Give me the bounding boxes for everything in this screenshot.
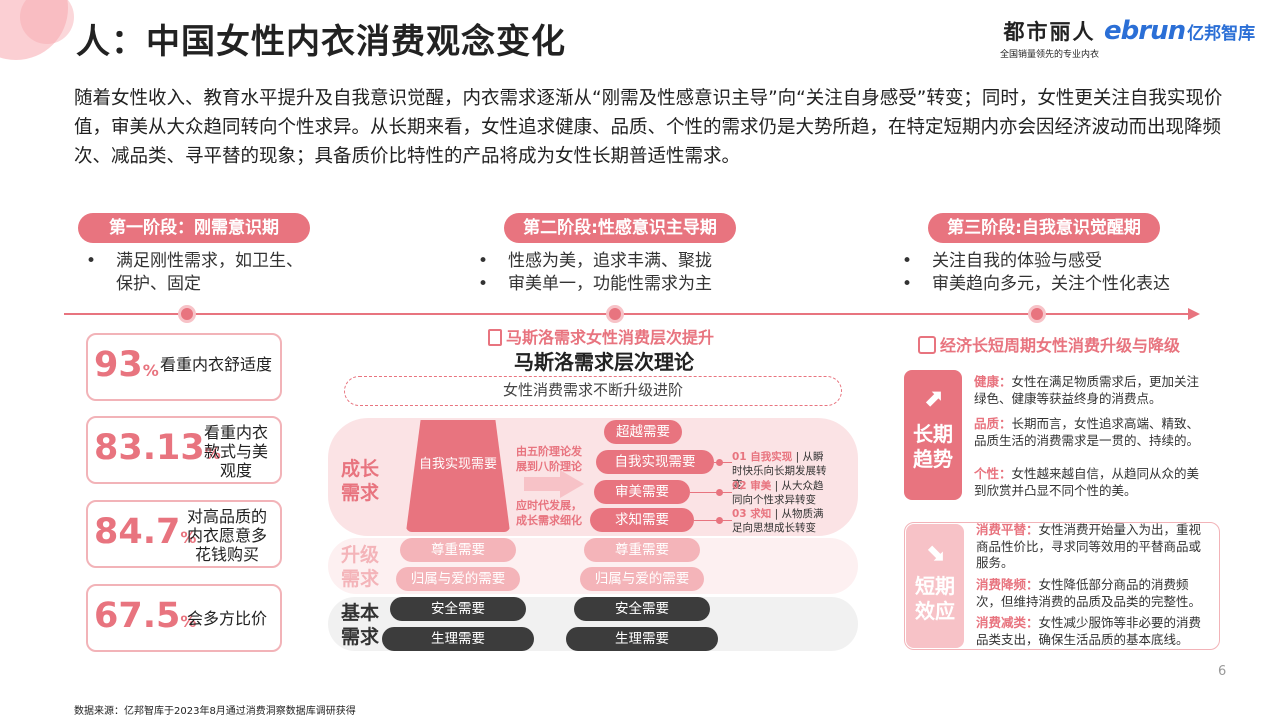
stat-value: 84.7% [94, 512, 197, 552]
timeline-dot-3 [1028, 305, 1046, 323]
stat-card-compare: 67.5% 会多方比价 [86, 584, 282, 652]
connector-dot [716, 459, 723, 466]
stat-card-comfort: 93% 看重内衣舒适度 [86, 333, 282, 401]
stat-label: 会多方比价 [186, 609, 267, 628]
pill-belonging-right: 归属与爱的需要 [580, 567, 704, 591]
note-growth-refine: 应时代发展，成长需求细化 [516, 499, 582, 527]
stat-value: 93% [94, 345, 159, 385]
stat-value: 83.13% [94, 428, 221, 468]
intro-paragraph: 随着女性收入、教育水平提升及自我意识觉醒，内衣需求逐渐从“刚需及性感意识主导”向… [74, 88, 1223, 167]
maslow-banner: 女性消费需求不断升级进阶 [344, 376, 842, 406]
stage-2-title: 第二阶段:性感意识主导期 [504, 213, 736, 243]
stage-3-item: 审美趋向多元，关注个性化表达 [902, 273, 1222, 296]
ebrun-zhiku: 亿邦智库 [1187, 24, 1256, 44]
brand-logo-dushi: 都市丽人 全国销量领先的专业内衣 [1000, 16, 1099, 60]
tip-cognitive: 03 求知 | 从物质满足向思想成长转变 [732, 508, 824, 534]
pill-safety-right: 安全需要 [574, 597, 710, 621]
short-item-category: 消费减类：女性减少服饰等非必要的消费品类支出，确保生活品质的基本底线。 [976, 615, 1202, 647]
pill-safety-left: 安全需要 [390, 597, 526, 621]
self-actualization-label: 自我实现需要 [418, 457, 497, 472]
band-growth-label: 成长需求 [340, 458, 379, 504]
connector-line [694, 520, 732, 521]
band-basic-label: 基本需求 [340, 602, 379, 648]
stat-value: 67.5% [94, 596, 197, 636]
timeline-arrow-icon [1188, 308, 1200, 320]
short-item-substitute: 消费平替：女性消费开始量入为出，重视商品性价比，寻求同等效用的平替商品或服务。 [976, 522, 1202, 570]
arrow-body [524, 477, 562, 491]
stage-3-list: 关注自我的体验与感受 审美趋向多元，关注个性化表达 [902, 250, 1222, 296]
arrow-right-icon [560, 470, 584, 498]
stage-1-title: 第一阶段：刚需意识期 [78, 213, 310, 243]
long-item-individuality: 个性：女性越来越自信，从趋同从众的美到欣赏并凸显不同个性的美。 [974, 466, 1200, 498]
connector-dot [716, 489, 723, 496]
stage-3-title: 第三阶段:自我意识觉醒期 [928, 213, 1160, 243]
stage-1-list: 满足刚性需求，如卫生、保护、固定 [86, 250, 306, 296]
stage-1-item: 满足刚性需求，如卫生、保护、固定 [86, 250, 306, 296]
calendar-icon [918, 336, 936, 354]
pill-aesthetic: 审美需要 [594, 480, 690, 504]
pill-cognitive: 求知需要 [590, 508, 694, 532]
band-upgrade-label: 升级需求 [340, 544, 379, 590]
connector-line [714, 462, 732, 463]
chart-down-icon: ⬊ [924, 538, 946, 566]
pill-self-actualization: 自我实现需要 [596, 450, 714, 474]
maslow-heading: 马斯洛需求女性消费层次提升 [488, 324, 714, 348]
stat-card-quality: 84.7% 对高品质的内衣愿意多花钱购买 [86, 500, 282, 568]
pill-physio-left: 生理需要 [382, 627, 534, 651]
brand-slogan: 全国销量领先的专业内衣 [1000, 50, 1100, 60]
long-term-label: ⬈ 长期趋势 [904, 370, 962, 500]
long-item-quality: 品质：长期而言，女性追求高端、精致、品质生活的消费需求是一贯的、持续的。 [974, 416, 1200, 448]
stage-3-item: 关注自我的体验与感受 [902, 250, 1222, 273]
self-actualization-block [406, 420, 510, 532]
timeline-dot-1 [178, 305, 196, 323]
timeline-dot-2 [606, 305, 624, 323]
document-icon [488, 329, 502, 346]
brand-name: 都市丽人 [1003, 20, 1096, 44]
maslow-title: 马斯洛需求层次理论 [514, 350, 694, 374]
pill-transcendence: 超越需要 [604, 420, 682, 444]
page-number: 6 [1218, 664, 1227, 679]
short-term-label: ⬊ 短期效应 [906, 524, 964, 648]
ebrun-wordmark: ebrun [1104, 16, 1186, 46]
page-title: 人：中国女性内衣消费观念变化 [76, 22, 566, 62]
connector-line [690, 492, 732, 493]
stat-label: 对高品质的内衣愿意多花钱购买 [186, 507, 267, 564]
pill-esteem-left: 尊重需要 [400, 538, 516, 562]
stat-card-style: 83.13% 看重内衣款式与美观度 [86, 416, 282, 484]
chart-up-icon: ⬈ [922, 384, 944, 412]
cycle-heading: 经济长短周期女性消费升级与降级 [918, 332, 1180, 356]
tip-aesthetic: 02 审美 | 从大众趋同向个性求异转变 [732, 480, 824, 506]
note-theory-evolution: 由五阶理论发展到八阶理论 [516, 445, 582, 473]
decor-circle-small [20, 0, 74, 44]
tip-self-actualization: 01 自我实现 | 从瞬时快乐向长期发展转变 [732, 451, 827, 491]
stat-label: 看重内衣舒适度 [159, 355, 272, 374]
stage-2-item: 性感为美，追求丰满、聚拢 [478, 250, 778, 273]
long-item-health: 健康：女性在满足物质需求后，更加关注绿色、健康等获益终身的消费点。 [974, 374, 1200, 406]
pill-physio-right: 生理需要 [566, 627, 718, 651]
pill-belonging-left: 归属与爱的需要 [396, 567, 520, 591]
stage-2-item: 审美单一，功能性需求为主 [478, 273, 778, 296]
short-item-frequency: 消费降频：女性降低部分商品的消费频次，但维持消费的品质及品类的完整性。 [976, 577, 1202, 609]
data-source: 数据来源：亿邦智库于2023年8月通过消费洞察数据库调研获得 [74, 706, 356, 717]
short-term-panel [904, 522, 1220, 650]
stat-label: 看重内衣款式与美观度 [203, 423, 268, 480]
timeline-line [64, 313, 1194, 315]
stage-2-list: 性感为美，追求丰满、聚拢 审美单一，功能性需求为主 [478, 250, 778, 296]
pill-esteem-right: 尊重需要 [584, 538, 700, 562]
connector-dot [716, 517, 723, 524]
